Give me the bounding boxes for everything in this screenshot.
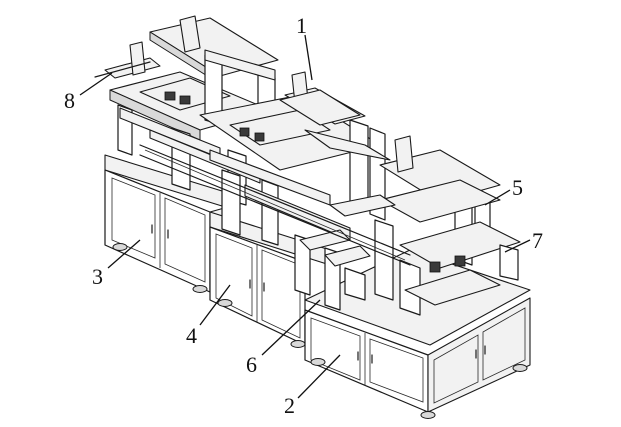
leader-2 <box>297 354 341 399</box>
leader-6 <box>261 299 321 356</box>
callout-4: 4 <box>186 323 197 348</box>
callout-leaders <box>79 34 531 399</box>
leader-4 <box>199 284 231 326</box>
callout-6: 6 <box>246 352 257 377</box>
conveyor-track <box>139 144 411 266</box>
left-station <box>94 41 271 206</box>
callout-2: 2 <box>284 393 295 418</box>
callout-labels: 1 2 3 4 5 6 7 8 <box>64 13 543 418</box>
right-station <box>299 135 521 316</box>
leader-5 <box>484 189 511 206</box>
leader-3 <box>107 239 141 269</box>
leader-8 <box>79 72 113 96</box>
callout-7: 7 <box>532 228 543 253</box>
callout-1: 1 <box>296 13 307 38</box>
callout-3: 3 <box>92 264 103 289</box>
leader-7 <box>504 239 531 253</box>
callout-5: 5 <box>512 175 523 200</box>
leader-1 <box>304 34 313 81</box>
callout-8: 8 <box>64 88 75 113</box>
